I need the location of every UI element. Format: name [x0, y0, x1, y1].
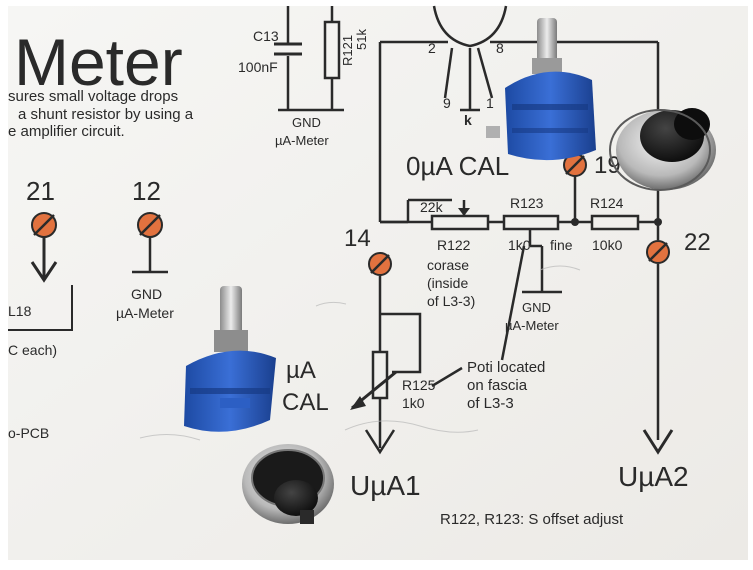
tube-symbol [432, 5, 508, 112]
gnd-top-line1: GND [292, 115, 321, 130]
r121-label: R121 [340, 35, 355, 66]
resistor-r122 [430, 214, 490, 231]
knob-bottom [242, 444, 334, 524]
r122-ref: R122 [437, 237, 471, 253]
capacitor-c13 [274, 42, 302, 56]
pin-12-label: 12 [132, 176, 161, 206]
pad-21-slash [33, 214, 55, 236]
arrow-down-21 [30, 237, 58, 283]
paper-background [8, 6, 748, 560]
ua-cal-line1: µA [286, 357, 316, 384]
blue-potentiometer-top [486, 18, 596, 161]
tube-pin-8: 8 [496, 40, 504, 56]
tube-pin-2: 2 [428, 40, 436, 56]
junction-dot-2 [654, 218, 662, 226]
tube-pin-1: 1 [486, 95, 494, 111]
tube-pin-k: k [464, 112, 472, 128]
r123-ref: R123 [510, 195, 544, 211]
left-fragment-pcb: o-PCB [8, 425, 49, 441]
junction-dot-1 [571, 218, 579, 226]
pin-19-label: 19 [594, 152, 621, 179]
r124-value: 10k0 [592, 237, 623, 253]
description-line-3: e amplifier circuit. [8, 123, 125, 140]
pad-19-slash [565, 155, 585, 175]
gnd-mid-line2: µA-Meter [505, 318, 559, 333]
blue-potentiometer-left [184, 286, 276, 432]
pin-22-label: 22 [684, 229, 711, 256]
left-box-lines [8, 285, 73, 331]
footnote-text: R122, R123: S offset adjust [440, 511, 624, 528]
r125-value: 1k0 [402, 395, 425, 411]
gnd-left-line2: µA-Meter [116, 305, 174, 321]
tube-pin-9: 9 [443, 95, 451, 111]
r125-arrow-head [350, 396, 366, 410]
c13-value: 100nF [238, 59, 278, 75]
poti-note-line3: of L3-3 [467, 395, 514, 412]
gnd-mid-line1: GND [522, 300, 551, 315]
r124-ref: R124 [590, 195, 624, 211]
pencil-scribbles [139, 265, 581, 441]
pad-14-slash [370, 254, 390, 274]
pin-14-label: 14 [344, 225, 371, 252]
r123-value: 1k0 [508, 237, 531, 253]
gnd-top-line2: µA-Meter [275, 133, 329, 148]
resistor-r124 [590, 214, 640, 231]
zero-ua-cal-label: 0µA CAL [406, 151, 509, 181]
pad-12-slash [139, 214, 161, 236]
r121-value: 51k [354, 29, 369, 50]
left-fragment-l18: L18 [8, 303, 32, 319]
r125-wiring [364, 276, 463, 455]
left-fragment-each: C each) [8, 342, 57, 358]
description-line-1: sures small voltage drops [8, 88, 178, 105]
r123-note: fine [550, 237, 573, 253]
resistor-r123 [502, 214, 560, 231]
r122-note-3: of L3-3) [427, 293, 475, 309]
ground-symbol-left [132, 237, 168, 274]
description-line-2: a shunt resistor by using a [18, 106, 194, 123]
r122-note-2: (inside [427, 275, 468, 291]
poti-note-line1: Poti located [467, 359, 545, 376]
r122-note-1: corase [427, 257, 469, 273]
pad-22-slash [648, 242, 668, 262]
output-uua2-label: UµA2 [618, 461, 689, 492]
output-uua1-label: UµA1 [350, 470, 421, 501]
title-text: Meter [14, 25, 183, 99]
r125-ref: R125 [402, 377, 436, 393]
arrow-down-22 [642, 429, 674, 455]
poti-note-line2: on fascia [467, 377, 528, 394]
knob-right [609, 108, 716, 191]
resistor-r121 [323, 20, 341, 80]
c13-ref: C13 [253, 28, 279, 44]
ua-cal-line2: CAL [282, 389, 329, 416]
gnd-left-line1: GND [131, 286, 162, 302]
r122-wiper-arrow [458, 208, 470, 216]
pin-21-label: 21 [26, 176, 55, 206]
r122-value: 22k [420, 199, 444, 215]
resistor-r125 [371, 350, 389, 400]
